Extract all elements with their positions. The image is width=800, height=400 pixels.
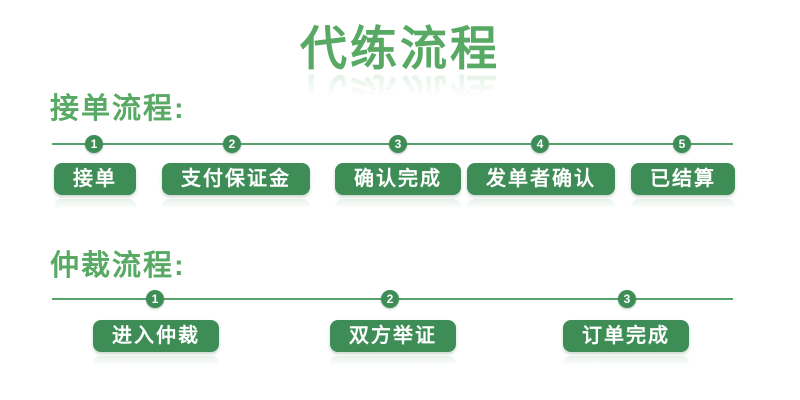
flow-heading-arbitration: 仲裁流程: <box>50 250 186 282</box>
step-label-pill: 已结算 <box>631 163 735 195</box>
step-label-pill: 接单 <box>54 163 136 195</box>
step-number-badge: 4 <box>531 135 549 153</box>
step-label-pill: 订单完成 <box>563 320 689 352</box>
flow-heading-order: 接单流程: <box>50 93 186 125</box>
step-label-pill: 确认完成 <box>335 163 461 195</box>
step-label-pill: 发单者确认 <box>467 163 615 195</box>
step-label-pill: 进入仲裁 <box>93 320 219 352</box>
step-number-badge: 3 <box>389 135 407 153</box>
step-number-badge: 2 <box>381 290 399 308</box>
step-label-pill: 支付保证金 <box>162 163 310 195</box>
step-number-badge: 1 <box>146 290 164 308</box>
step-number-badge: 5 <box>673 135 691 153</box>
step-number-badge: 3 <box>618 290 636 308</box>
step-label-pill: 双方举证 <box>330 320 456 352</box>
page-title: 代练流程 <box>300 22 500 75</box>
step-number-badge: 2 <box>223 135 241 153</box>
step-number-badge: 1 <box>85 135 103 153</box>
